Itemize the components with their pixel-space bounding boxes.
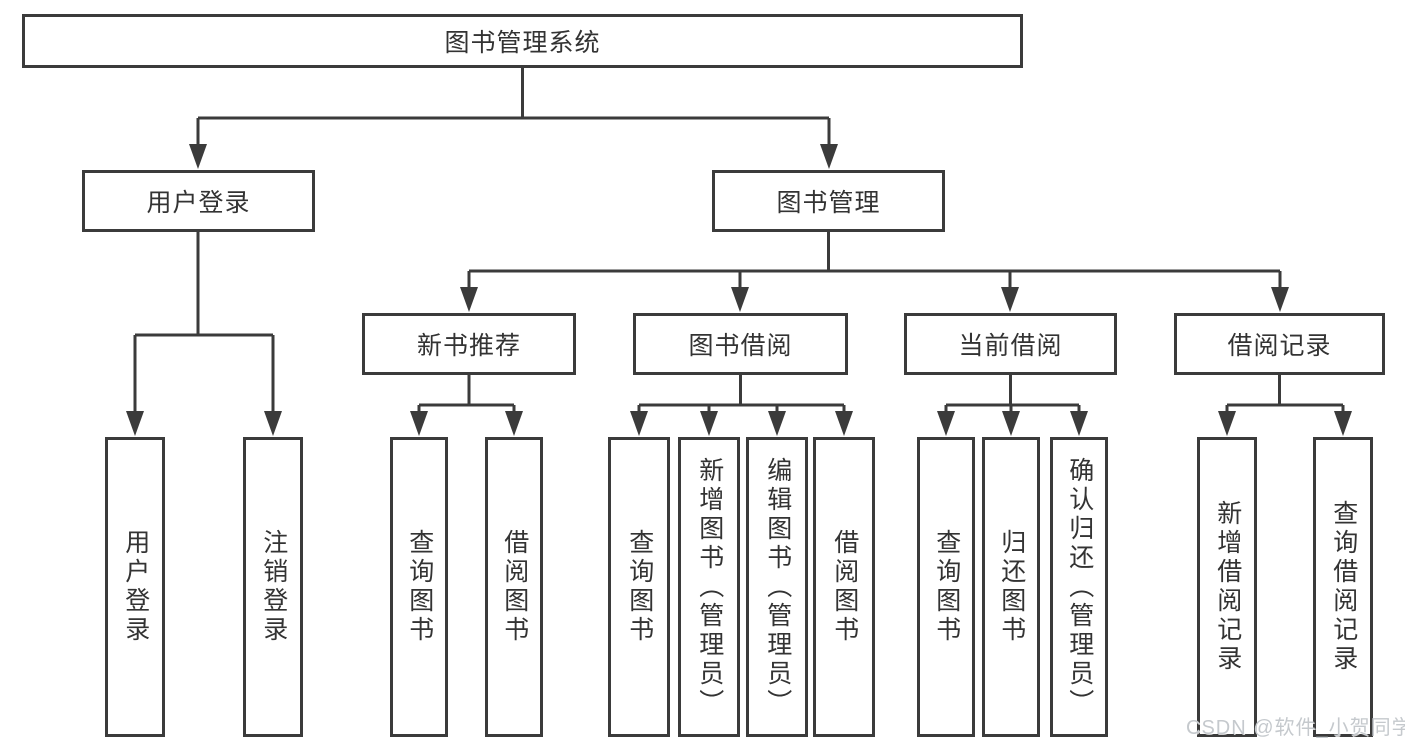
- leaf-label: 查询图书: [932, 529, 961, 645]
- node-current-borrow: 当前借阅: [904, 313, 1117, 375]
- leaf-return-books: 归还图书: [982, 437, 1040, 737]
- arrowhead: [505, 411, 523, 436]
- connector-user-login-to-leaves: [126, 232, 282, 436]
- arrowhead: [835, 411, 853, 436]
- arrowhead: [820, 144, 838, 169]
- leaf-query-borrow-record: 查询借阅记录: [1313, 437, 1373, 737]
- arrowhead: [700, 411, 718, 436]
- arrowhead: [1001, 287, 1019, 312]
- arrowhead: [768, 411, 786, 436]
- connector-new-book-to-leaves: [410, 375, 523, 436]
- leaf-label: 查询图书: [625, 529, 654, 645]
- arrowhead: [630, 411, 648, 436]
- leaf-label: 归还图书: [997, 529, 1026, 645]
- connector-current-borrow-to-leaves: [937, 375, 1088, 436]
- node-user-login: 用户登录: [82, 170, 315, 232]
- node-borrow-records: 借阅记录: [1174, 313, 1385, 375]
- leaf-confirm-return-admin: 确认归还（管理员）: [1050, 437, 1108, 737]
- arrowhead: [731, 287, 749, 312]
- leaf-edit-book-admin: 编辑图书（管理员）: [746, 437, 808, 737]
- node-new-book-recommend: 新书推荐: [362, 313, 576, 375]
- arrowhead: [460, 287, 478, 312]
- leaf-user-login: 用户登录: [105, 437, 165, 737]
- arrowhead: [189, 144, 207, 169]
- leaf-label: 注销登录: [259, 529, 288, 645]
- leaf-query-books-borrow: 查询图书: [608, 437, 670, 737]
- connector-book-mgmt-to-level3: [460, 232, 1289, 312]
- arrowhead: [937, 411, 955, 436]
- arrowhead: [126, 411, 144, 436]
- leaf-label: 查询借阅记录: [1329, 500, 1358, 674]
- node-book-management: 图书管理: [712, 170, 945, 232]
- leaf-label: 查询图书: [405, 529, 434, 645]
- leaf-query-books-newbook: 查询图书: [390, 437, 448, 737]
- arrowhead: [1070, 411, 1088, 436]
- leaf-add-book-admin: 新增图书（管理员）: [678, 437, 740, 737]
- leaf-add-borrow-record: 新增借阅记录: [1197, 437, 1257, 737]
- node-root-system: 图书管理系统: [22, 14, 1023, 68]
- leaf-label: 借阅图书: [500, 529, 529, 645]
- arrowhead: [1218, 411, 1236, 436]
- leaf-label: 新增图书（管理员）: [695, 456, 724, 718]
- csdn-watermark: CSDN @软件_小贺同学: [1186, 717, 1405, 739]
- arrowhead: [410, 411, 428, 436]
- leaf-label: 编辑图书（管理员）: [763, 456, 792, 718]
- leaf-label: 借阅图书: [830, 529, 859, 645]
- connector-borrow-records-to-leaves: [1218, 375, 1352, 436]
- leaf-label: 确认归还（管理员）: [1065, 456, 1094, 718]
- arrowhead: [1002, 411, 1020, 436]
- leaf-borrow-books-newbook: 借阅图书: [485, 437, 543, 737]
- node-book-borrow: 图书借阅: [633, 313, 848, 375]
- arrowhead: [264, 411, 282, 436]
- connector-root-to-level2: [189, 68, 838, 169]
- connector-book-borrow-to-leaves: [630, 375, 853, 436]
- leaf-query-books-current: 查询图书: [917, 437, 975, 737]
- arrowhead: [1271, 287, 1289, 312]
- leaf-label: 新增借阅记录: [1213, 500, 1242, 674]
- leaf-borrow-books-borrow: 借阅图书: [813, 437, 875, 737]
- leaf-label: 用户登录: [121, 529, 150, 645]
- leaf-logout: 注销登录: [243, 437, 303, 737]
- arrowhead: [1334, 411, 1352, 436]
